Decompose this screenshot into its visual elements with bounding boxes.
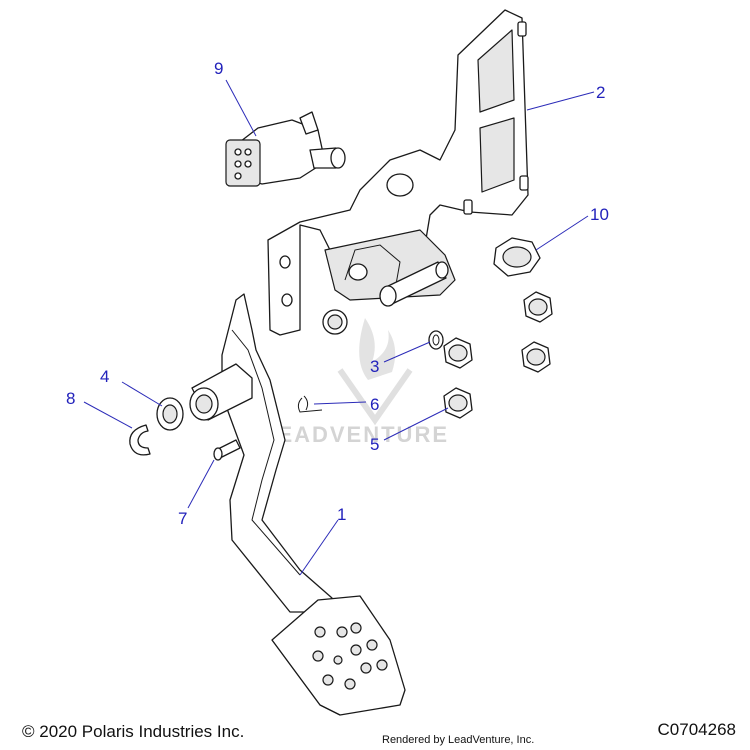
leader-lines: [83, 79, 595, 576]
hex-nut-large: [493, 237, 541, 277]
leader-9: [225, 79, 257, 137]
washer: [428, 330, 444, 350]
clevis-pin: [213, 439, 241, 461]
callout-6: 6: [370, 395, 379, 414]
callout-4: 4: [100, 367, 109, 386]
cotter-pin: [297, 395, 323, 413]
copyright-text: © 2020 Polaris Industries Inc.: [22, 722, 245, 741]
pedal-arm: [189, 293, 406, 716]
leader-10: [535, 215, 589, 251]
e-clip: [129, 424, 151, 456]
leader-3: [383, 341, 431, 363]
callout-10: 10: [590, 205, 609, 224]
callout-9: 9: [214, 59, 223, 78]
flange-nut-a: [523, 291, 553, 323]
callout-7: 7: [178, 509, 187, 528]
pedal-switch: [225, 111, 346, 187]
drawing-number: C0704268: [657, 720, 736, 739]
leader-5: [383, 407, 449, 441]
watermark-logo: [337, 318, 413, 426]
leader-6: [313, 401, 367, 405]
callout-2: 2: [596, 83, 605, 102]
leader-2: [526, 91, 595, 111]
leader-7: [187, 459, 215, 509]
rendered-by-text: Rendered by LeadVenture, Inc.: [382, 734, 535, 746]
leader-1: [299, 519, 339, 576]
flange-nut-c: [443, 337, 473, 369]
callout-3: 3: [370, 357, 379, 376]
callout-5: 5: [370, 435, 379, 454]
mounting-bracket: [267, 9, 529, 336]
leader-4: [121, 381, 163, 407]
watermark-text: LEADVENTURE: [262, 422, 449, 447]
bushing: [322, 309, 348, 335]
flange-nut-d: [443, 387, 473, 419]
callout-1: 1: [337, 505, 346, 524]
callout-8: 8: [66, 389, 75, 408]
flange-bushing: [156, 397, 184, 431]
flange-nut-b: [521, 341, 551, 373]
leader-8: [83, 401, 133, 429]
